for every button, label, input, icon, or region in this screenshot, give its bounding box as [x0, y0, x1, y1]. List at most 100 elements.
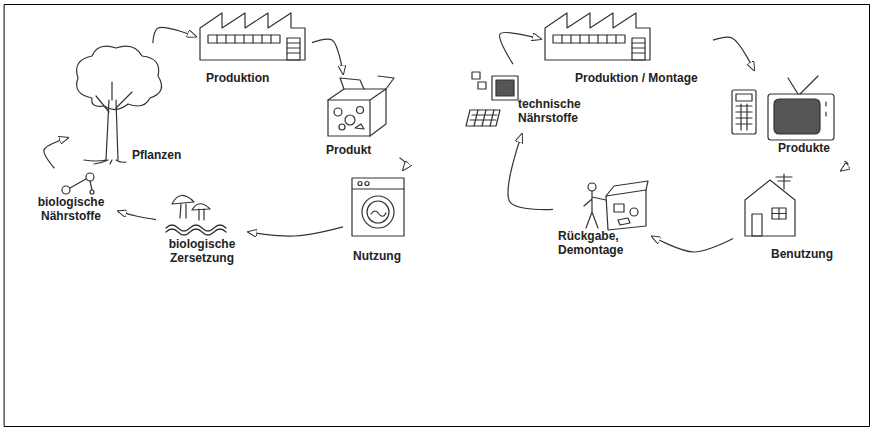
cycle-arrow: [248, 227, 343, 236]
calculator-tv-icon-part: [788, 76, 818, 94]
cycle-arrow: [312, 39, 343, 74]
washing-machine-icon: [352, 178, 404, 236]
mushroom-worm-icon-part: [180, 204, 186, 218]
stage-label: Pflanzen: [132, 149, 181, 163]
tree-icon-part: [106, 100, 118, 160]
stage-label: Produkt: [326, 144, 371, 158]
stage-node: Produkte: [728, 72, 843, 160]
mushroom-worm-icon-part: [199, 209, 204, 220]
stage-label: Produktion / Montage: [575, 72, 698, 86]
stage-node: Produktion: [198, 10, 310, 90]
washing-machine-icon-part: [367, 201, 389, 223]
tree-icon-part: [96, 82, 132, 112]
product-crate-icon-part: [345, 115, 355, 125]
nutrient-molecule-icon-part: [70, 179, 86, 188]
calculator-tv-icon-part: [768, 94, 834, 140]
product-crate-icon-part: [339, 124, 345, 130]
house-icon-part: [772, 208, 786, 219]
product-crate-icon-part: [334, 108, 342, 116]
factory-icon-part: [562, 35, 616, 43]
return-bin-icon-part: [606, 181, 648, 196]
factory-icon: [200, 13, 305, 60]
nutrient-molecule-icon-part: [90, 190, 94, 194]
cycle-arrow: [841, 161, 848, 170]
factory-icon-part: [545, 13, 650, 60]
calculator-tv-icon-part: [732, 90, 756, 134]
product-crate-icon-part: [355, 124, 364, 129]
product-crate-icon-part: [378, 76, 394, 89]
product-crate-icon-part: [370, 89, 386, 136]
stage-node: technische Nährstoffe: [464, 66, 592, 132]
stage-node: Produktion / Montage: [543, 10, 711, 90]
stage-label: Produktion: [206, 72, 269, 86]
washing-machine-icon-part: [365, 182, 369, 186]
stage-node: biologische Nährstoffe: [28, 170, 116, 228]
factory-icon-part: [632, 43, 645, 53]
mushroom-worm-icon-part: [166, 229, 226, 235]
mushroom-worm-icon-part: [192, 204, 210, 210]
cycle-arrow: [399, 158, 406, 170]
tree-icon-part: [84, 160, 126, 164]
house-icon-part: [745, 180, 795, 236]
stage-node: Rückgabe, Demontage: [555, 172, 650, 264]
house-icon-part: [776, 174, 792, 189]
mushroom-worm-icon: [166, 195, 226, 235]
technical-parts-icon-part: [466, 110, 500, 126]
return-bin-icon-part: [618, 218, 630, 225]
nutrient-molecule-icon-part: [90, 181, 92, 190]
technical-parts-icon-part: [496, 80, 514, 96]
technical-parts-icon-part: [492, 76, 518, 100]
stage-label: technische Nährstoffe: [518, 98, 588, 126]
nutrient-molecule-icon-part: [62, 186, 70, 194]
return-bin-icon-part: [614, 204, 624, 212]
stage-node: Produkt: [318, 76, 398, 162]
nutrient-molecule-icon: [62, 173, 94, 194]
house-icon: [745, 174, 795, 236]
washing-machine-icon-part: [358, 182, 362, 186]
house-icon-part: [772, 208, 786, 219]
picture-frame: [5, 5, 870, 427]
product-crate-icon-part: [357, 107, 364, 114]
technical-parts-icon-part: [478, 82, 486, 89]
cycle-arrow: [153, 27, 196, 43]
stage-label: Rückgabe, Demontage: [558, 230, 636, 258]
factory-icon: [545, 13, 650, 60]
stage-label: biologische Nährstoffe: [30, 196, 112, 224]
washing-machine-icon-part: [371, 211, 386, 216]
house-icon-part: [752, 214, 762, 236]
return-bin-icon-part: [606, 190, 646, 230]
technical-parts-icon: [466, 72, 518, 126]
product-crate-icon-part: [328, 100, 370, 136]
stage-node: Benutzung: [735, 172, 843, 266]
factory-icon-part: [287, 38, 300, 60]
washing-machine-icon-part: [352, 178, 404, 236]
calculator-tv-icon-part: [736, 94, 752, 101]
tree-icon-part: [77, 46, 162, 109]
calculator-tv-icon-part: [736, 104, 752, 130]
product-crate-icon-part: [340, 78, 364, 89]
technical-parts-icon-part: [472, 72, 480, 79]
factory-icon-part: [287, 43, 300, 53]
return-bin-icon: [584, 181, 648, 230]
factory-icon-part: [200, 13, 305, 60]
calculator-tv-icon-part: [774, 99, 820, 134]
cycle-arrow: [713, 37, 754, 70]
stage-label: Produkte: [778, 142, 830, 156]
calculator-tv-icon-part: [825, 102, 826, 116]
cycle-arrow: [652, 236, 733, 252]
stage-node: Pflanzen: [70, 45, 192, 167]
washing-machine-icon-part: [362, 196, 394, 228]
technical-parts-icon-part: [470, 110, 497, 126]
cycle-arrow: [508, 134, 553, 210]
washing-machine-icon-part: [352, 188, 404, 189]
factory-icon-part: [217, 35, 271, 43]
cycle-arrow: [500, 33, 541, 65]
tree-icon: [77, 46, 162, 164]
factory-icon-part: [553, 35, 625, 43]
stage-label: Benutzung: [771, 248, 833, 262]
product-crate-icon: [328, 76, 394, 136]
product-crate-icon-part: [328, 89, 386, 100]
stage-node: biologische Zersetzung: [158, 186, 246, 270]
